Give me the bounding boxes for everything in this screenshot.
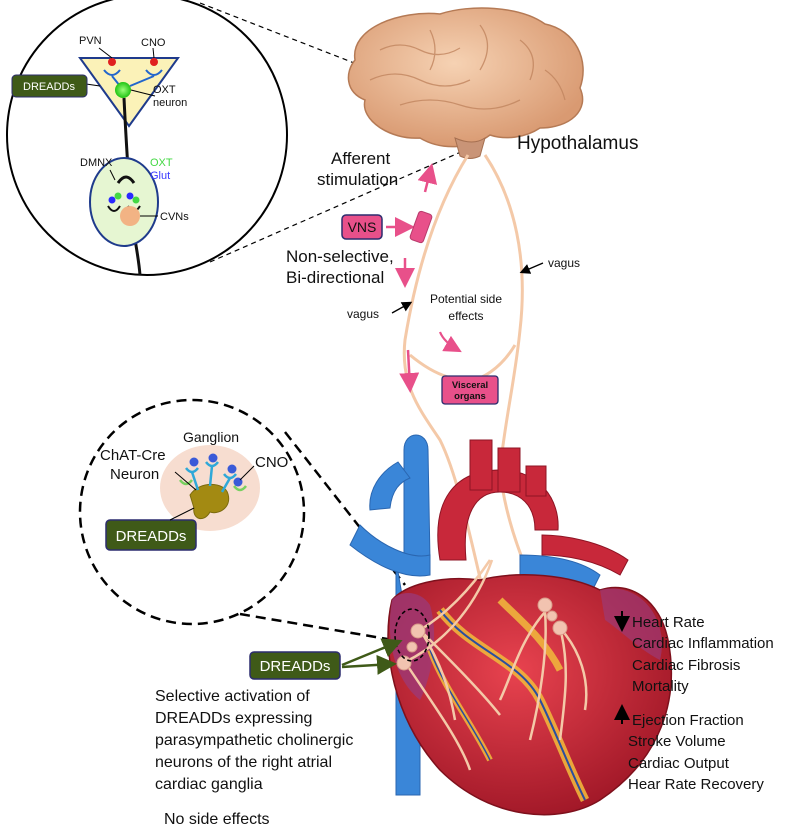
dmnx-oval bbox=[89, 157, 159, 247]
vagus-right-arrow bbox=[519, 262, 544, 274]
increase-item-1: Ejection Fraction bbox=[632, 712, 744, 729]
visceral-label-2: organs bbox=[454, 391, 486, 402]
dreadds-arrow-1 bbox=[341, 638, 403, 667]
dreadds-badge-top bbox=[11, 74, 88, 98]
oxt-neuron-label-2: neuron bbox=[153, 97, 187, 109]
ganglia-nodes bbox=[396, 597, 568, 671]
increase-item-2: Stroke Volume bbox=[628, 733, 726, 750]
dreadds-label-heart: DREADDs bbox=[260, 658, 331, 675]
ganglion-connector-bottom bbox=[239, 612, 406, 644]
chat-neuron-icon bbox=[189, 483, 230, 520]
pulmonary-artery-left bbox=[349, 524, 431, 577]
dreadds-badge-ganglion bbox=[105, 519, 197, 551]
inset-circle bbox=[6, 0, 288, 276]
nonselective-label-1: Non-selective, bbox=[286, 247, 394, 266]
oxt-label: OXT bbox=[150, 157, 173, 169]
dreadds-label-ganglion: DREADDs bbox=[116, 528, 187, 545]
descending-arrow bbox=[399, 349, 420, 393]
ganglion-inset: Ganglion ChAT-Cre Neuron CNO DREADDs bbox=[78, 398, 406, 644]
vns-badge bbox=[341, 214, 383, 240]
cno-label: CNO bbox=[141, 37, 166, 49]
chat-label-2: Neuron bbox=[110, 466, 159, 483]
brain-shape bbox=[347, 7, 584, 148]
brain-illustration: Hypothalamus bbox=[347, 7, 638, 159]
oxt-neuron-icon bbox=[115, 82, 131, 98]
increase-item-3: Cardiac Output bbox=[628, 755, 730, 772]
afferent-arrow bbox=[417, 163, 438, 193]
vns-panel: Afferent stimulation VNS Non-selective, … bbox=[286, 149, 580, 405]
nonselective-label-2: Bi-directional bbox=[286, 268, 384, 287]
brainstem-shape bbox=[454, 136, 486, 159]
vns-electrode-icon bbox=[409, 210, 433, 244]
selective-line-3: parasympathetic cholinergic bbox=[155, 732, 353, 749]
receptor-icons bbox=[103, 58, 163, 87]
left-atrium bbox=[600, 588, 662, 660]
afferent-label-2: stimulation bbox=[317, 170, 398, 189]
dreadds-arrow-2 bbox=[341, 654, 397, 675]
vagus-left-label: vagus bbox=[347, 307, 379, 321]
vagus-right-nerve bbox=[483, 154, 547, 611]
vns-label: VNS bbox=[348, 219, 377, 235]
vena-cava-upper bbox=[403, 434, 431, 561]
visceral-organs-badge bbox=[441, 375, 499, 405]
heart-annotation: DREADDs Selective activation of DREADDs … bbox=[155, 638, 403, 828]
side-effects-label-2: effects bbox=[448, 309, 483, 323]
selective-line-5: cardiac ganglia bbox=[155, 776, 263, 793]
side-effects-arrow bbox=[438, 331, 462, 353]
side-effects-label-1: Potential side bbox=[430, 292, 502, 306]
increase-item-4: Hear Rate Recovery bbox=[628, 776, 764, 793]
vagus-left-arrow bbox=[391, 301, 413, 314]
atrial-ganglia-highlight bbox=[394, 608, 430, 662]
effects-list: Heart Rate Cardiac Inflammation Cardiac … bbox=[614, 611, 774, 793]
heart-illustration bbox=[349, 434, 673, 816]
glut-label: Glut bbox=[150, 170, 170, 182]
ganglion-cno-label: CNO bbox=[255, 454, 288, 471]
cardiac-nerves bbox=[403, 559, 588, 771]
ganglion-label: Ganglion bbox=[183, 429, 239, 445]
cvn-cell-icon bbox=[120, 206, 140, 226]
pvn-label: PVN bbox=[79, 35, 102, 47]
decrease-item-2: Cardiac Inflammation bbox=[632, 635, 774, 652]
vagus-branch-right bbox=[469, 344, 517, 382]
afferent-label-1: Afferent bbox=[331, 149, 391, 168]
hypothalamus-label: Hypothalamus bbox=[517, 133, 638, 154]
brainstem-inset: PVN CNO DREADDs OXT neuron DMNX OXT Glut… bbox=[6, 0, 471, 276]
decrease-item-1: Heart Rate bbox=[632, 614, 705, 631]
selective-line-4: neurons of the right atrial bbox=[155, 754, 332, 771]
visceral-label-1: Visceral bbox=[452, 380, 488, 391]
oxt-neuron-label-1: OXT bbox=[153, 84, 176, 96]
cvns-label: CVNs bbox=[160, 211, 189, 223]
decrease-item-3: Cardiac Fibrosis bbox=[632, 657, 740, 674]
chat-label-1: ChAT-Cre bbox=[100, 447, 166, 464]
selective-line-1: Selective activation of bbox=[155, 688, 310, 705]
vagus-right-label: vagus bbox=[548, 256, 580, 270]
selective-line-2: DREADDs expressing bbox=[155, 710, 312, 727]
dmnx-label: DMNX bbox=[80, 157, 113, 169]
no-side-effects-label: No side effects bbox=[164, 811, 270, 828]
dreadds-label-top: DREADDs bbox=[23, 81, 75, 93]
decrease-item-4: Mortality bbox=[632, 678, 689, 695]
dreadds-badge-heart bbox=[249, 651, 341, 680]
